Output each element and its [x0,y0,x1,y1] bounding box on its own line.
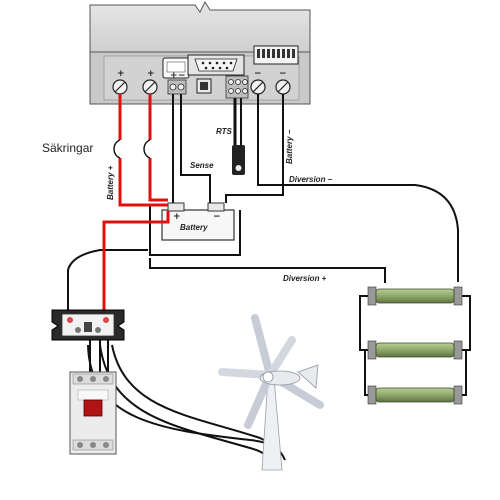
diversion-plus-label: Diversion + [283,274,327,283]
screw-terminal-icon [142,79,158,95]
battery-minus-wire-label: Battery − [285,129,294,164]
charge-controller: + + + − − − [89,0,311,105]
screw-terminal-icon [250,79,266,95]
terminal-polarity-mark: + [147,69,155,79]
wiring-red [102,94,170,310]
battery-label: Battery [180,223,208,232]
resistor-icon [367,286,463,306]
serial-port-icon [187,54,245,76]
terminal-polarity-mark: − [279,69,287,79]
sense-label: Sense [190,161,214,170]
screw-terminal-icon [275,79,291,95]
resistor-icon [367,385,463,405]
terminal-block [51,309,125,341]
fuse-icon [143,139,151,159]
rts-terminal-block [225,75,249,99]
battery: + − Battery [161,202,235,241]
fuse-icon [113,139,121,159]
diversion-minus-label: Diversion − [289,175,333,184]
battery-plus-wire-label: Battery + [106,165,115,200]
terminal-polarity-mark: + [117,69,125,79]
battery-plus-mark: + [173,212,181,222]
wind-turbine-icon [218,314,324,471]
fuses-label: Säkringar [42,141,93,155]
terminal-polarity-mark: − [254,69,262,79]
rts-sensor-icon [232,98,245,175]
resistor-icon [367,340,463,360]
terminal-polarity-mark: + [170,71,178,81]
dip-switch-icon [253,45,299,65]
terminal-polarity-mark: − [178,71,186,81]
rts-label: RTS [216,127,233,136]
battery-minus-mark: − [213,212,221,222]
screw-terminal-icon [112,79,128,95]
circuit-breaker-icon [69,371,117,455]
